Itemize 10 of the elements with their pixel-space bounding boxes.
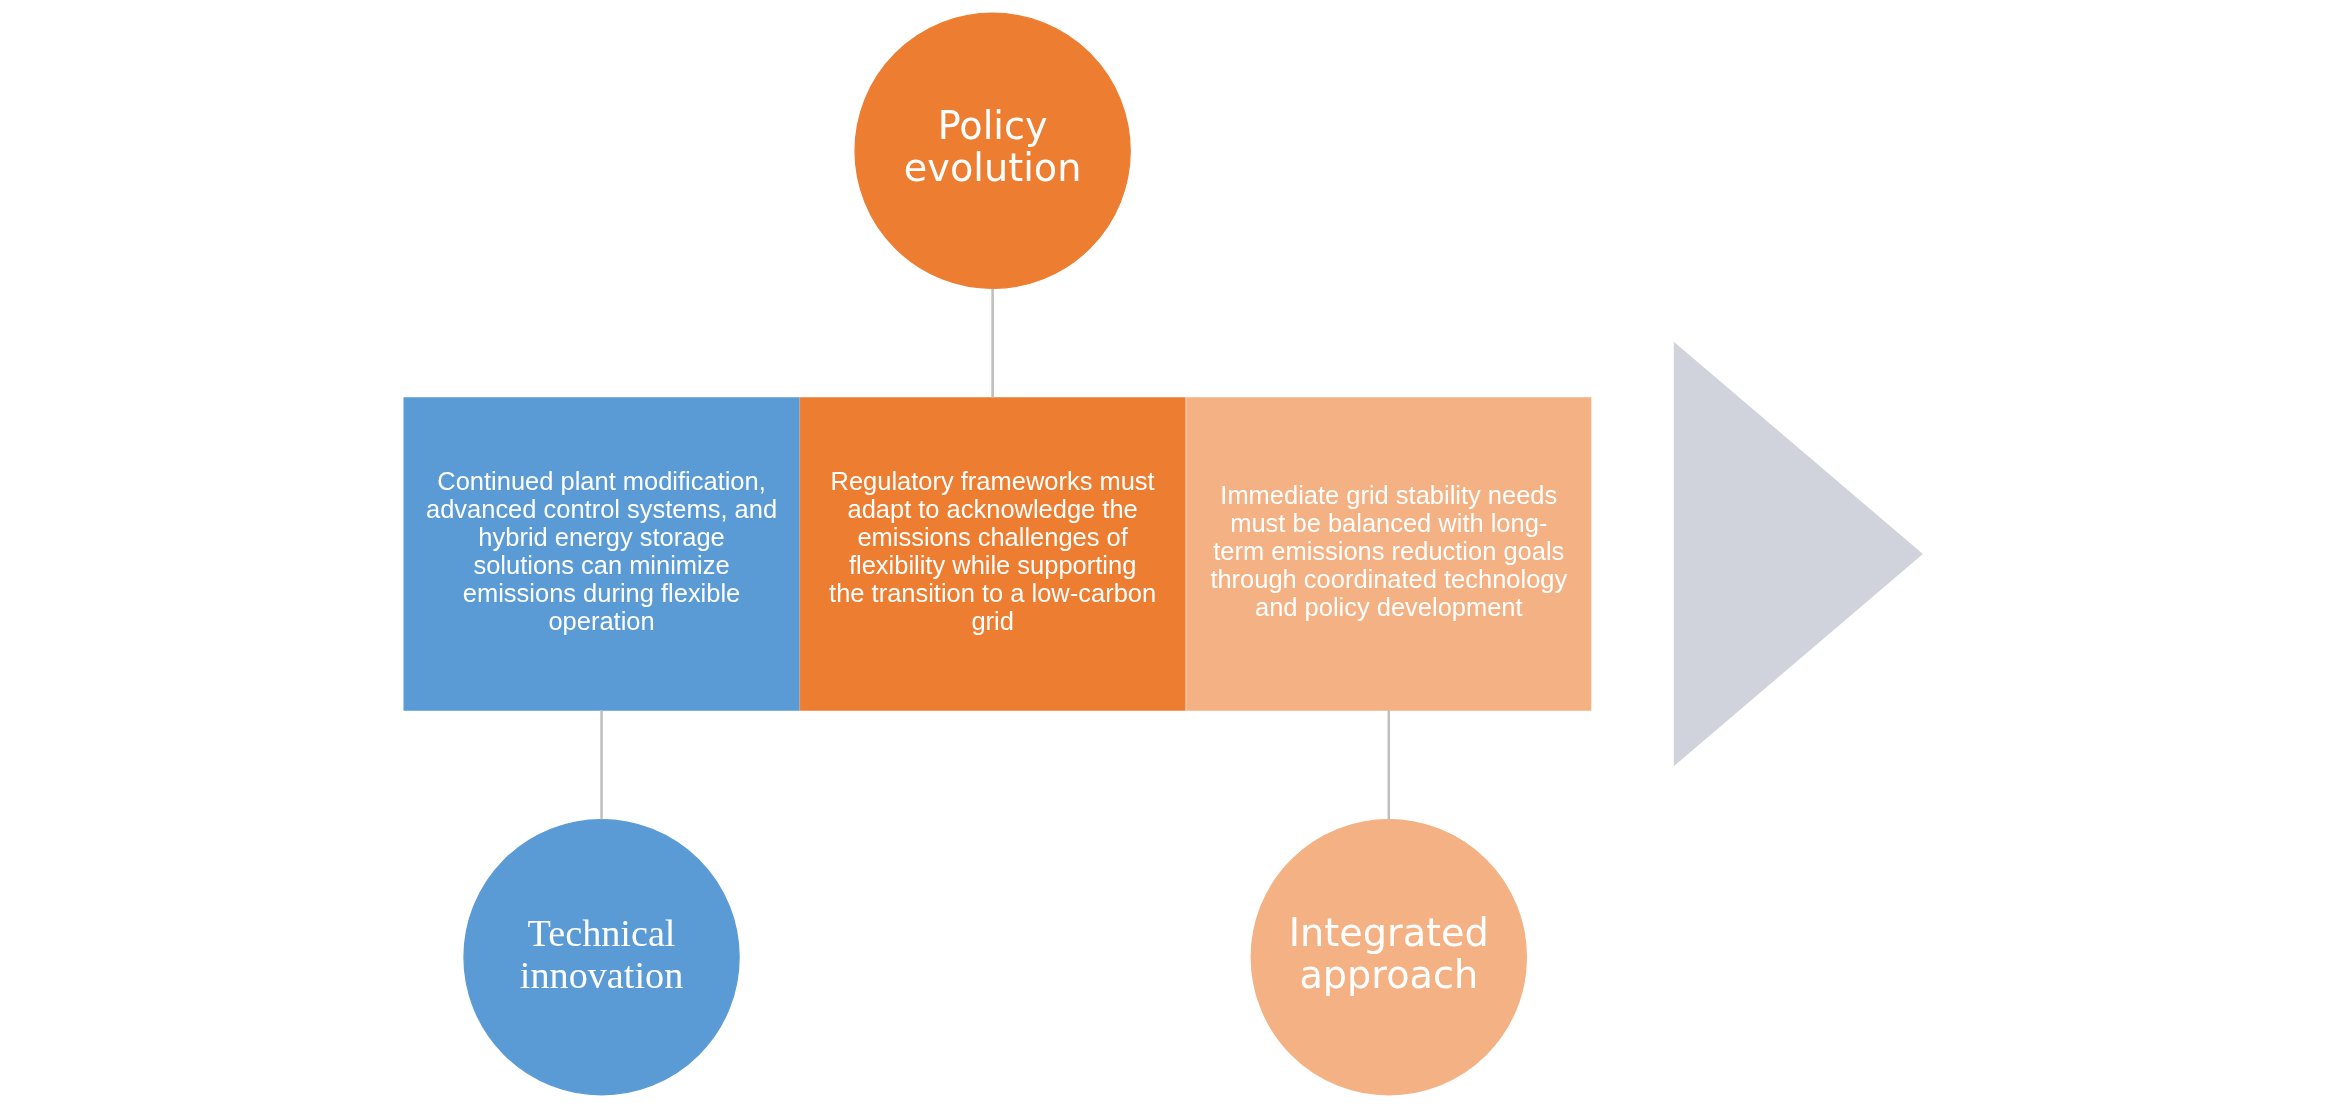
node-triangle — [1673, 341, 1923, 767]
node-box: Regulatory frameworks must adapt to acknowledge the emissions challenges of flexibility while supporting the transition to a low-carbon grid — [799, 397, 1186, 711]
connector — [599, 710, 603, 820]
node-circle: Integrated approach — [1250, 818, 1527, 1096]
node-circle: Technical innovation — [462, 818, 740, 1096]
connector — [990, 288, 994, 398]
node-circle: Policy evolution — [853, 12, 1131, 290]
node-box: Immediate grid stability needs must be balanced with long-term emissions reduction goals through coordinated technology and policy development — [1185, 397, 1591, 711]
node-box: Continued plant modification, advanced control systems, and hybrid energy storage solutions can minimize emissions during flexible operation — [402, 397, 800, 711]
connector — [1387, 710, 1390, 820]
